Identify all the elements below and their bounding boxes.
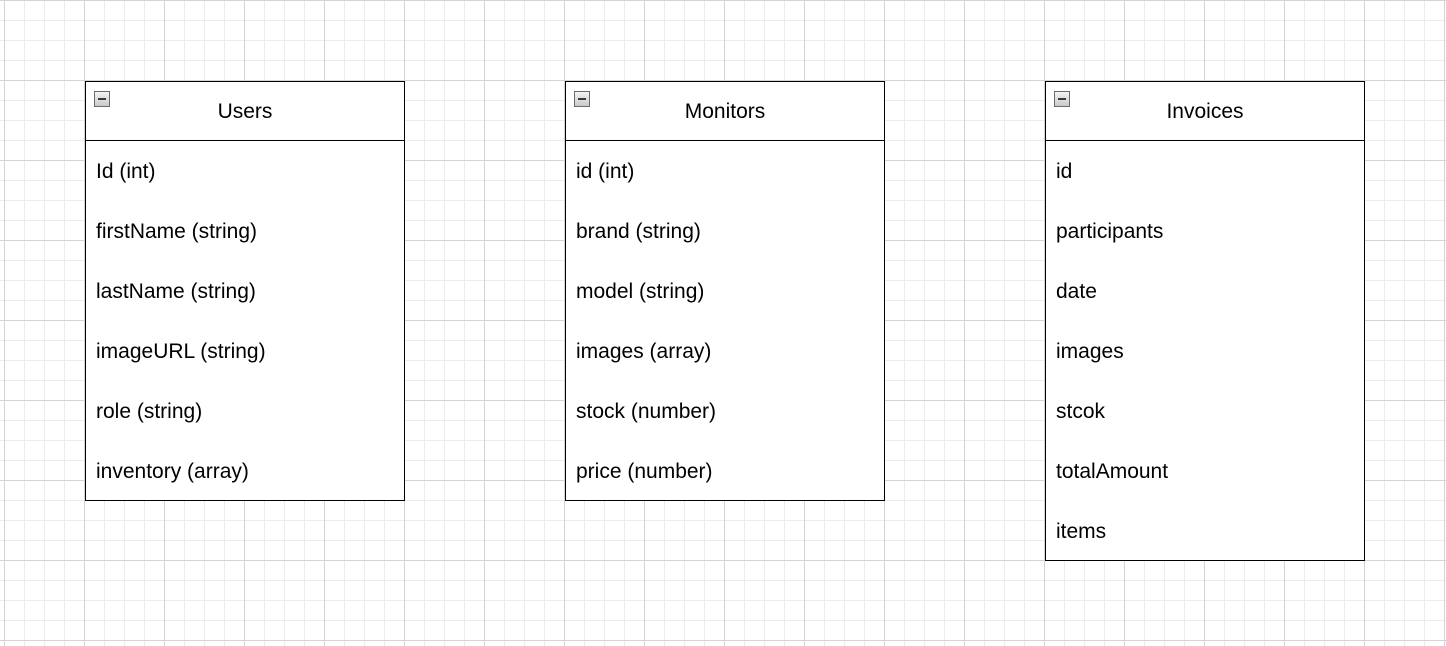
- attribute-row[interactable]: role (string): [96, 399, 203, 423]
- entity-header[interactable]: Users: [86, 82, 404, 141]
- attribute-row[interactable]: items: [1056, 519, 1107, 543]
- entity-title: Invoices: [1166, 99, 1244, 123]
- entity-invoices[interactable]: Invoices id participants date images stc…: [1045, 81, 1365, 561]
- attribute-row[interactable]: lastName (string): [96, 279, 256, 303]
- collapse-icon[interactable]: [574, 91, 590, 107]
- attribute-row[interactable]: images: [1056, 339, 1124, 363]
- attribute-list: id (int) brand (string) model (string) i…: [566, 141, 884, 501]
- collapse-icon[interactable]: [1054, 91, 1070, 107]
- attribute-row[interactable]: brand (string): [576, 219, 701, 243]
- attribute-row[interactable]: id (int): [576, 159, 635, 183]
- attribute-row[interactable]: participants: [1056, 219, 1164, 243]
- attribute-row[interactable]: Id (int): [96, 159, 156, 183]
- entity-monitors[interactable]: Monitors id (int) brand (string) model (…: [565, 81, 885, 501]
- attribute-row[interactable]: inventory (array): [96, 459, 249, 483]
- attribute-row[interactable]: date: [1056, 279, 1097, 303]
- attribute-row[interactable]: price (number): [576, 459, 713, 483]
- attribute-row[interactable]: stock (number): [576, 399, 717, 423]
- entity-title: Monitors: [684, 99, 766, 123]
- entity-header[interactable]: Monitors: [566, 82, 884, 141]
- attribute-row[interactable]: images (array): [576, 339, 712, 363]
- attribute-list: id participants date images stcok totalA…: [1046, 141, 1364, 561]
- entity-title: Users: [217, 99, 273, 123]
- attribute-row[interactable]: imageURL (string): [96, 339, 266, 363]
- attribute-list: Id (int) firstName (string) lastName (st…: [86, 141, 404, 501]
- attribute-row[interactable]: totalAmount: [1056, 459, 1169, 483]
- entity-users[interactable]: Users Id (int) firstName (string) lastNa…: [85, 81, 405, 501]
- attribute-row[interactable]: stcok: [1056, 399, 1106, 423]
- attribute-row[interactable]: model (string): [576, 279, 705, 303]
- entity-header[interactable]: Invoices: [1046, 82, 1364, 141]
- attribute-row[interactable]: firstName (string): [96, 219, 258, 243]
- attribute-row[interactable]: id: [1056, 159, 1073, 183]
- collapse-icon[interactable]: [94, 91, 110, 107]
